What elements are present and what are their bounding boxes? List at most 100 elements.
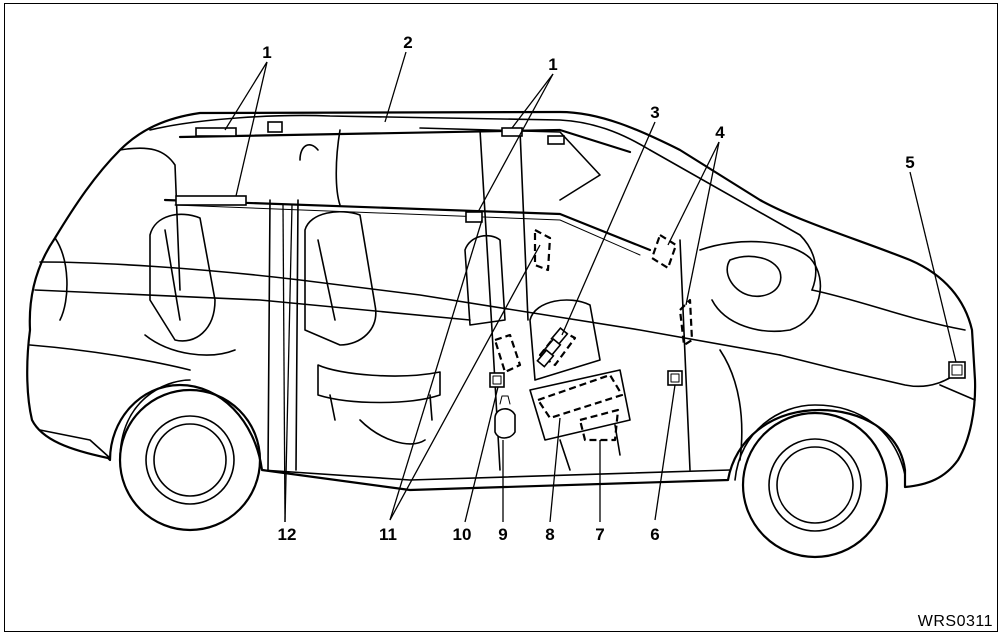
- pretensioner-part-c: [536, 348, 555, 368]
- door-edge: [719, 349, 743, 461]
- leader-5: [909, 171, 957, 363]
- window-divider: [335, 129, 341, 206]
- fender-line: [779, 354, 961, 388]
- instrument-hood: [699, 240, 822, 332]
- rear-rim-inner: [153, 423, 227, 497]
- curtain-inflator-rear-near: [175, 195, 247, 206]
- leader-12a: [282, 204, 286, 523]
- seats: [144, 144, 631, 471]
- wheels: [118, 379, 906, 559]
- callout-1b: 1: [548, 55, 557, 74]
- rear-tire: [118, 388, 262, 532]
- second-row-seam: [317, 239, 336, 321]
- leader-3: [561, 121, 656, 336]
- callout-numbers: 1 1 2 3 4 5 6 7 8 9 10 11 12: [262, 33, 914, 544]
- curtain-sensor-near: [465, 211, 483, 223]
- third-row-seatback: [149, 213, 216, 342]
- c-pillar-rear: [295, 199, 299, 471]
- buckle-tongue: [499, 395, 511, 405]
- roof-clip-front: [547, 135, 565, 145]
- satellite-sensor-right-inner: [670, 373, 680, 383]
- side-window: [419, 127, 601, 201]
- leader-1a-near: [235, 61, 268, 197]
- curtain-rail-near-inner: [174, 204, 641, 256]
- leader-1b-far: [511, 73, 554, 129]
- buckle-switch: [494, 408, 516, 439]
- windshield-top: [649, 149, 817, 291]
- rear-wheel-arch: [119, 379, 191, 461]
- rear-hatch-edge: [54, 237, 68, 321]
- third-row-cushion: [144, 334, 236, 356]
- occupant-sensor: [578, 408, 620, 442]
- curtain-inflator-rear-far: [195, 127, 237, 137]
- callout-10: 10: [453, 525, 472, 544]
- leader-12b: [284, 204, 293, 523]
- front-rim: [768, 438, 862, 532]
- a-pillar-lower: [679, 239, 691, 471]
- crash-zone-sensor-inner: [951, 364, 963, 376]
- body-outline: [26, 110, 977, 492]
- leader-11a: [389, 244, 541, 521]
- leader-6: [654, 384, 676, 521]
- callout-2: 2: [403, 33, 412, 52]
- callout-7: 7: [595, 525, 604, 544]
- callout-8: 8: [545, 525, 554, 544]
- callout-9: 9: [498, 525, 507, 544]
- leader-2: [384, 51, 407, 123]
- beltline: [39, 261, 781, 356]
- curtain-sensor-far: [501, 127, 523, 137]
- roof-clip: [267, 121, 283, 133]
- leader-11b: [389, 219, 483, 521]
- leader-1b-near: [477, 73, 554, 213]
- curtain-rail-far: [178, 128, 632, 154]
- callout-4: 4: [715, 123, 725, 142]
- headlamp-line: [939, 384, 976, 401]
- front-rim-inner: [776, 446, 854, 524]
- rear-pillar: [119, 147, 181, 291]
- front-airbag-module: [650, 233, 678, 270]
- vehicle-body: [26, 110, 977, 492]
- callout-11: 11: [379, 525, 397, 544]
- leader-1a-far: [224, 61, 268, 131]
- floor-contour: [359, 419, 426, 445]
- satellite-sensor-left: [489, 372, 505, 388]
- satellite-sensor-left-inner: [492, 375, 502, 385]
- leader-8: [549, 417, 561, 523]
- front-tire: [741, 411, 889, 559]
- seat-side-airbag: [536, 373, 624, 420]
- crash-zone-sensor: [948, 361, 966, 379]
- callout-3: 3: [650, 103, 659, 122]
- steering-wheel-outline: [726, 255, 782, 297]
- rear-skirt: [39, 429, 111, 459]
- third-row-seam: [164, 229, 181, 321]
- far-second-row-seat: [464, 234, 506, 326]
- rear-rim: [145, 415, 235, 505]
- leader-lines: [224, 51, 957, 523]
- callout-6: 6: [650, 525, 659, 544]
- side-sensor-housing: [493, 333, 522, 374]
- sill-line: [261, 469, 731, 481]
- front-seat-legs: [559, 424, 621, 471]
- satellite-sensor-right: [667, 370, 683, 386]
- leader-10: [464, 386, 499, 523]
- figure-frame: [4, 3, 998, 632]
- curtain-rail-near: [163, 198, 652, 252]
- callout-5: 5: [905, 153, 914, 172]
- front-wheel-arch: [734, 404, 906, 481]
- callout-1a: 1: [262, 43, 271, 62]
- b-pillar-rear: [519, 129, 529, 321]
- bpillar-inflator: [533, 228, 552, 272]
- rear-bumper-line: [29, 344, 191, 371]
- front-seat-back: [529, 299, 601, 381]
- figure-code: WRS0311: [917, 613, 993, 630]
- third-row-headrest: [299, 144, 319, 161]
- second-row-seatback: [304, 210, 377, 346]
- roof-edge: [149, 114, 651, 151]
- pretensioner-outline: [538, 328, 577, 367]
- leader-4a: [667, 141, 720, 246]
- airbag-components: [489, 228, 966, 442]
- leader-4b: [685, 141, 720, 306]
- c-pillar-front: [267, 199, 271, 471]
